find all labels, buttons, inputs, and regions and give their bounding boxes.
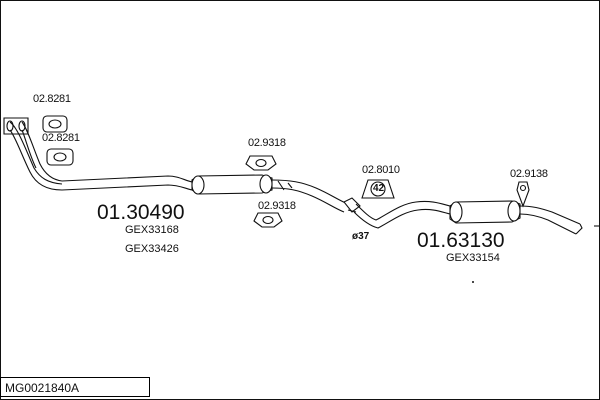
gex-front-1: GEX33168 (125, 224, 179, 236)
label-bracket-front-bottom: 02.8281 (42, 132, 80, 144)
label-bracket-rear-end: 02.9138 (510, 168, 548, 180)
rear-muffler (449, 200, 521, 224)
rear-pipe (353, 200, 451, 229)
clamp-ring-label: 42 (373, 183, 385, 194)
tail-pipe (519, 205, 599, 235)
diagram-id-box: MG0021840A (0, 377, 150, 397)
part-number-rear: 01.63130 (417, 229, 505, 252)
label-bracket-rear-mid: 02.8010 (362, 164, 400, 176)
bracket-front-bottom (46, 148, 74, 166)
label-bracket-mid-bottom: 02.9318 (258, 200, 296, 212)
gex-front-2: GEX33426 (125, 243, 179, 255)
part-number-front: 01.30490 (97, 201, 185, 224)
front-downpipe (3, 117, 63, 191)
gex-rear-1: GEX33154 (446, 252, 500, 264)
front-muffler (191, 174, 273, 195)
front-pipe (61, 175, 193, 191)
label-bracket-front-top: 02.8281 (33, 93, 71, 105)
bracket-mid-bottom (253, 212, 283, 228)
diagram-id: MG0021840A (5, 381, 80, 395)
marker-dot (472, 281, 474, 283)
bracket-rear-end (516, 181, 530, 208)
bracket-mid-top (245, 155, 277, 171)
coupling-clamp (343, 197, 361, 213)
bracket-front-top (42, 115, 68, 133)
diameter-label: ø37 (352, 231, 370, 242)
mid-pipe (271, 179, 349, 213)
bracket-rear-mid (361, 179, 395, 199)
label-bracket-mid-top: 02.9318 (248, 137, 286, 149)
